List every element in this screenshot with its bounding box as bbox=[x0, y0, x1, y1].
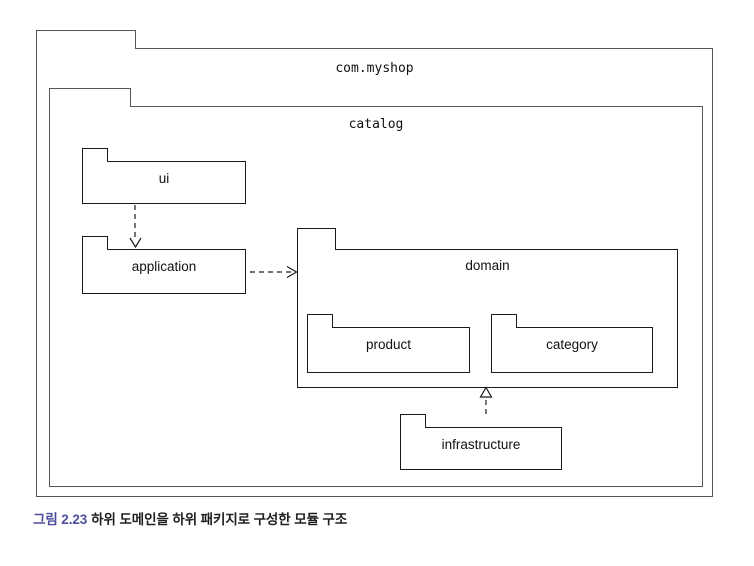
package-tab-com-myshop bbox=[36, 30, 136, 49]
package-label-com-myshop: com.myshop bbox=[335, 61, 414, 76]
package-body-ui: ui bbox=[82, 161, 246, 204]
package-body-infrastructure: infrastructure bbox=[400, 427, 562, 470]
package-label-application: application bbox=[131, 259, 197, 274]
package-tab-application bbox=[82, 236, 108, 250]
package-tab-category bbox=[491, 314, 517, 328]
package-tab-infrastructure bbox=[400, 414, 426, 428]
figure-caption-number: 그림 2.23 bbox=[33, 512, 88, 527]
package-body-category: category bbox=[491, 327, 653, 373]
package-label-product: product bbox=[365, 337, 412, 352]
package-label-catalog: catalog bbox=[348, 117, 404, 132]
package-tab-product bbox=[307, 314, 333, 328]
package-label-ui: ui bbox=[158, 171, 170, 186]
package-tab-catalog bbox=[49, 88, 131, 107]
package-label-infrastructure: infrastructure bbox=[441, 437, 521, 452]
package-body-product: product bbox=[307, 327, 470, 373]
package-tab-domain bbox=[297, 228, 336, 250]
package-label-domain: domain bbox=[465, 258, 510, 273]
figure-caption-text: 하위 도메인을 하위 패키지로 구성한 모듈 구조 bbox=[91, 512, 348, 527]
package-label-category: category bbox=[546, 337, 598, 352]
package-tab-ui bbox=[82, 148, 108, 162]
package-body-application: application bbox=[82, 249, 246, 294]
